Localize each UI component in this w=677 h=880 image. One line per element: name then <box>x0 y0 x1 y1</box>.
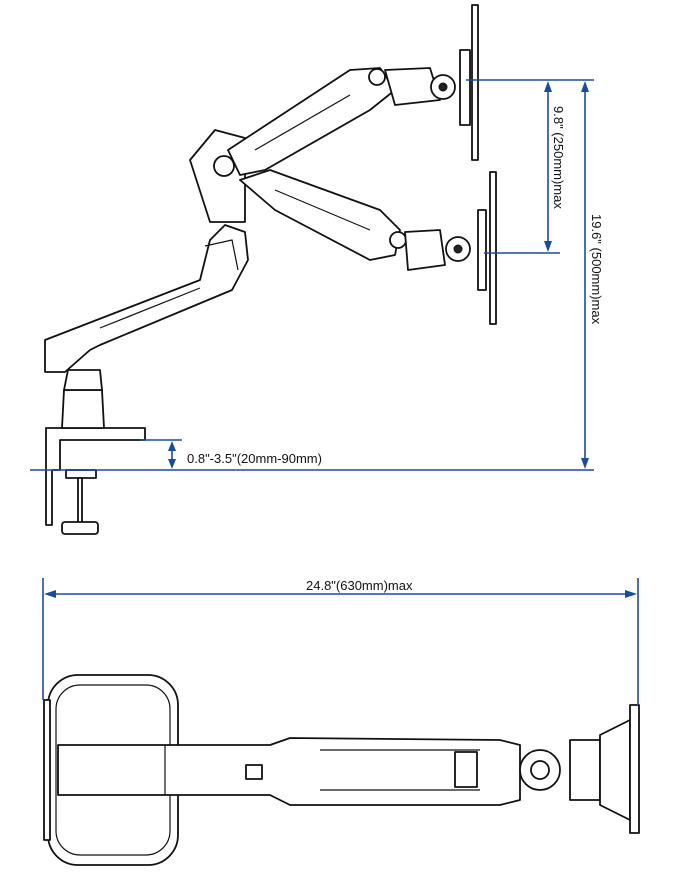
dimension-lines-side <box>30 79 594 471</box>
top-view-drawing <box>43 674 640 866</box>
side-view-drawing <box>44 4 497 535</box>
dimension-lines-top <box>42 578 639 705</box>
clamp-thickness-label: 0.8"-3.5"(20mm-90mm) <box>187 451 322 466</box>
height-max-label: 19.6" (500mm)max <box>589 214 604 325</box>
reach-max-label: 24.8"(630mm)max <box>306 578 413 593</box>
vertical-travel-label: 9.8" (250mm)max <box>551 106 566 209</box>
